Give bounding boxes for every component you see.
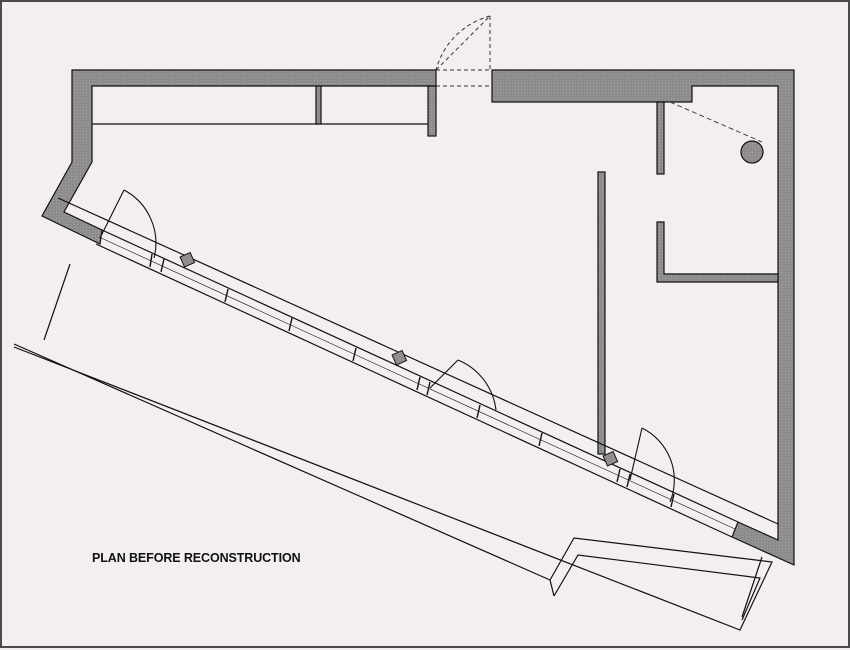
dashed-guide [669, 101, 763, 143]
storefront-doors [99, 189, 675, 503]
storefront-window-wall [95, 229, 739, 538]
window-mullions [149, 253, 675, 508]
door-swing-icon [99, 189, 157, 259]
built-in-counters [92, 85, 428, 125]
round-column-icon [740, 140, 764, 164]
drawing-caption: PLAN BEFORE RECONSTRUCTION [92, 551, 301, 565]
wall-partition-lower [656, 221, 779, 283]
wall-partition-long [597, 171, 606, 455]
door-swing-icon [629, 427, 675, 503]
outer-walls [41, 69, 795, 566]
square-columns [179, 251, 619, 467]
door-swing-icon [429, 359, 497, 411]
sidewalk-lines [13, 197, 779, 631]
wall-pier-left [427, 85, 437, 137]
wall-top-left [41, 69, 437, 245]
door-swing-icon [435, 15, 491, 71]
wall-partition-upper [656, 101, 665, 175]
entrance-door-top [435, 15, 492, 87]
column-icon [602, 450, 619, 467]
wall-top-right [491, 69, 795, 566]
column-icon [179, 251, 196, 268]
column-icon [391, 349, 408, 366]
